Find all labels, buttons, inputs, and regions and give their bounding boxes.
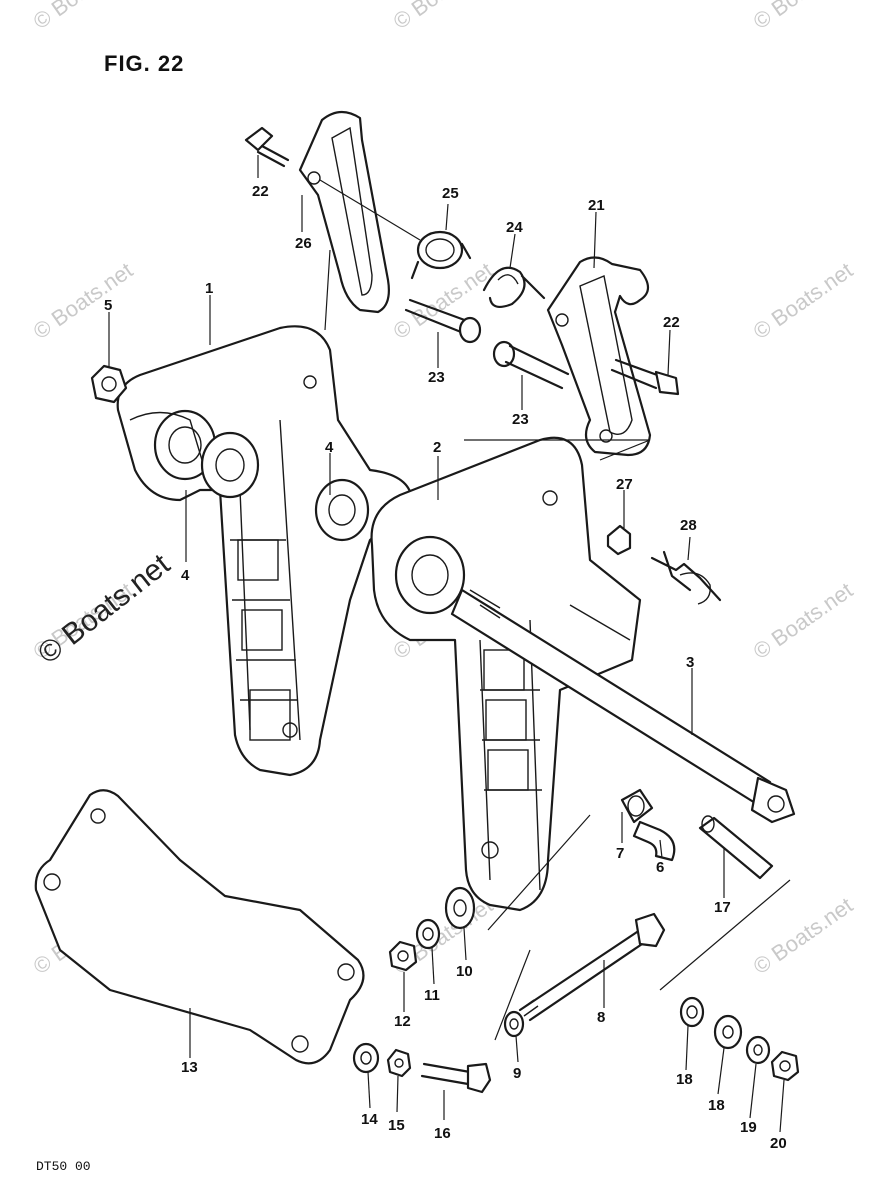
- callout-labels: 22 26 25 24 21 22 1 5 23 23 2 4 4 27 28 …: [104, 183, 787, 1152]
- callout-22: 22: [252, 183, 269, 200]
- watermark: © Boats.net: [389, 0, 498, 34]
- callout-20: 20: [770, 1135, 787, 1152]
- watermark: © Boats.net: [749, 577, 858, 664]
- callout-21: 21: [588, 197, 605, 214]
- part-4-washer: [314, 478, 370, 542]
- watermark: © Boats.net: [29, 257, 138, 344]
- part-8-bolt: [518, 912, 666, 1022]
- part-22-bolt: [244, 126, 290, 168]
- callout-23: 23: [512, 411, 529, 428]
- part-24-spring: [482, 266, 546, 309]
- callout-4: 4: [181, 567, 190, 584]
- part-25-spring: [410, 230, 472, 280]
- callout-2: 2: [433, 439, 441, 456]
- part-5-nut: [90, 364, 128, 404]
- part-22-bolt: [610, 358, 680, 396]
- callout-15: 15: [388, 1117, 405, 1134]
- part-9-washer: [503, 1010, 525, 1038]
- part-18-washer: [713, 1014, 743, 1050]
- part-7-bushing: [620, 788, 654, 824]
- part-19-washer: [745, 1035, 771, 1065]
- watermark: © Boats.net: [749, 892, 858, 979]
- part-17-pin: [698, 815, 774, 880]
- callout-24: 24: [506, 219, 523, 236]
- part-27-nut: [606, 524, 632, 556]
- callout-14: 14: [361, 1111, 378, 1128]
- watermark: © Boats.net: [749, 257, 858, 344]
- callout-1: 1: [205, 280, 213, 297]
- callout-18: 18: [708, 1097, 725, 1114]
- callout-27: 27: [616, 476, 633, 493]
- part-23-pin: [492, 340, 570, 390]
- part-21-arm-plate: [546, 256, 652, 457]
- callout-19: 19: [740, 1119, 757, 1136]
- part-20-nut: [770, 1050, 800, 1082]
- part-26-arm-plate: [298, 110, 390, 314]
- part-12-nut: [388, 940, 418, 972]
- callout-9: 9: [513, 1065, 521, 1082]
- callout-17: 17: [714, 899, 731, 916]
- model-code: DT50 00: [36, 1159, 91, 1174]
- part-6-fitting: [632, 820, 676, 862]
- callout-18: 18: [676, 1071, 693, 1088]
- callout-8: 8: [597, 1009, 605, 1026]
- callout-26: 26: [295, 235, 312, 252]
- part-14-washer: [352, 1042, 380, 1074]
- callout-10: 10: [456, 963, 473, 980]
- part-23-pin: [404, 298, 482, 344]
- part-28-clip: [650, 550, 722, 605]
- part-16-bolt: [420, 1062, 492, 1094]
- part-1-clamp-bracket: [116, 325, 414, 777]
- callout-12: 12: [394, 1013, 411, 1030]
- callout-16: 16: [434, 1125, 451, 1142]
- figure-title: FIG. 22: [104, 51, 184, 76]
- part-10-washer: [444, 886, 476, 930]
- callout-3: 3: [686, 654, 694, 671]
- part-11-washer: [415, 918, 441, 950]
- part-18-washer: [679, 996, 705, 1028]
- callout-13: 13: [181, 1059, 198, 1076]
- callout-22: 22: [663, 314, 680, 331]
- callout-25: 25: [442, 185, 459, 202]
- part-4-washer: [200, 431, 260, 499]
- watermark-large: © Boats.net: [32, 547, 177, 670]
- part-2-clamp-bracket: [370, 436, 642, 912]
- callout-4: 4: [325, 439, 334, 456]
- assembly-guide-lines: [319, 179, 791, 1041]
- callout-23: 23: [428, 369, 445, 386]
- part-3-tilt-tube: [450, 588, 796, 824]
- callout-5: 5: [104, 297, 112, 314]
- callout-11: 11: [424, 987, 440, 1004]
- part-15-nut: [386, 1048, 412, 1078]
- watermark: © Boats.net: [29, 0, 138, 34]
- callout-28: 28: [680, 517, 697, 534]
- callout-7: 7: [616, 845, 624, 862]
- part-13-plate: [34, 789, 365, 1065]
- leader-lines: [108, 155, 785, 1133]
- callout-6: 6: [656, 859, 664, 876]
- watermark: © Boats.net: [749, 0, 858, 34]
